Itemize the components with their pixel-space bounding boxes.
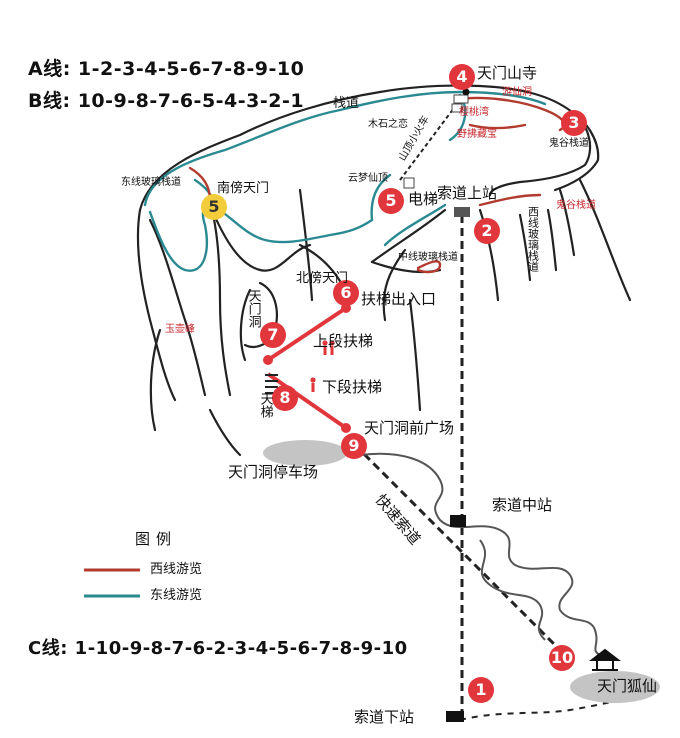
marker-3[interactable]: 3 xyxy=(561,110,587,136)
label-yelai: 野拂藏宝 xyxy=(457,129,497,140)
marker-9[interactable]: 9 xyxy=(341,433,367,459)
label-north-gate: 北傍天门 xyxy=(296,271,349,286)
label-temple: 天门山寺 xyxy=(477,64,538,82)
yingtao-node xyxy=(451,103,463,113)
label-west-glass: 西线玻璃栈道 xyxy=(526,206,540,272)
marker-5-south-gate[interactable]: 5 xyxy=(201,194,227,220)
label-cable-lower: 索道下站 xyxy=(354,708,415,726)
fast-cable-line xyxy=(353,443,567,657)
marker-4[interactable]: 4 xyxy=(449,64,475,90)
pavilion-icon xyxy=(589,648,621,671)
route-c: C线: 1-10-9-8-7-6-2-3-4-5-6-7-8-9-10 xyxy=(28,638,408,659)
label-yingtao: 樱桃湾 xyxy=(459,107,489,118)
label-escalator-exit: 扶梯出入口 xyxy=(361,290,437,308)
escalator-person-icon xyxy=(310,377,316,392)
marker-10[interactable]: 10 xyxy=(549,645,575,671)
label-yunmeng: 云梦仙顶 xyxy=(348,173,388,184)
escalator-node xyxy=(263,355,273,365)
label-lower-escalator: 下段扶梯 xyxy=(322,378,383,396)
escalator-node xyxy=(341,423,351,433)
legend-title: 图例 xyxy=(135,530,178,548)
label-cable-upper: 索道上站 xyxy=(437,184,498,202)
cable-station-icon xyxy=(450,515,466,527)
legend-east-label: 东线游览 xyxy=(150,588,203,603)
label-parking: 天门洞停车场 xyxy=(228,463,319,481)
route-b: B线: 10-9-8-7-6-5-4-3-2-1 xyxy=(28,90,305,112)
label-elevator: 电梯 xyxy=(408,190,439,208)
fox-area xyxy=(570,671,660,703)
label-plaza: 天门洞前广场 xyxy=(364,419,455,437)
shuttle-track xyxy=(399,99,461,181)
label-xiaoyou: 游仙洞 xyxy=(502,87,532,98)
label-middle-glass: 中线玻璃栈道 xyxy=(398,252,458,263)
marker-7[interactable]: 7 xyxy=(260,322,286,348)
label-plank-road: 栈道 xyxy=(333,96,360,111)
temple-icon xyxy=(453,88,470,104)
lower-escalator-line xyxy=(266,372,348,430)
label-cave: 天门洞 xyxy=(245,289,261,328)
label-yuhu: 玉壶峰 xyxy=(165,324,195,335)
route-a: A线: 1-2-3-4-5-6-7-8-9-10 xyxy=(28,58,305,80)
marker-6[interactable]: 6 xyxy=(333,280,359,306)
legend-west-label: 西线游览 xyxy=(150,562,203,577)
cable-station-icon xyxy=(454,207,470,217)
escalator-person-icon xyxy=(322,340,335,355)
label-cable-middle: 索道中站 xyxy=(492,496,553,514)
winding-road-upper xyxy=(359,452,601,656)
label-upper-escalator: 上段扶梯 xyxy=(313,332,374,350)
upper-escalator-line xyxy=(266,306,348,362)
cable-station-icon xyxy=(446,711,464,722)
label-fox: 天门狐仙 xyxy=(597,677,658,695)
winding-road-lower xyxy=(479,539,546,641)
yunmeng-node xyxy=(403,177,415,189)
marker-1[interactable]: 1 xyxy=(468,677,494,703)
label-ghost-valley-2: 鬼谷栈道 xyxy=(556,200,596,211)
marker-8[interactable]: 8 xyxy=(272,385,298,411)
marker-5-elevator[interactable]: 5 xyxy=(378,188,404,214)
label-ladder: 天梯 xyxy=(257,392,273,418)
label-south-gate: 南傍天门 xyxy=(217,181,270,196)
label-ghost-valley: 鬼谷栈道 xyxy=(549,138,589,149)
label-east-glass: 东线玻璃栈道 xyxy=(121,177,181,188)
parking-area xyxy=(263,440,347,466)
label-muzhi: 木石之恋 xyxy=(368,119,408,130)
marker-2[interactable]: 2 xyxy=(474,218,500,244)
